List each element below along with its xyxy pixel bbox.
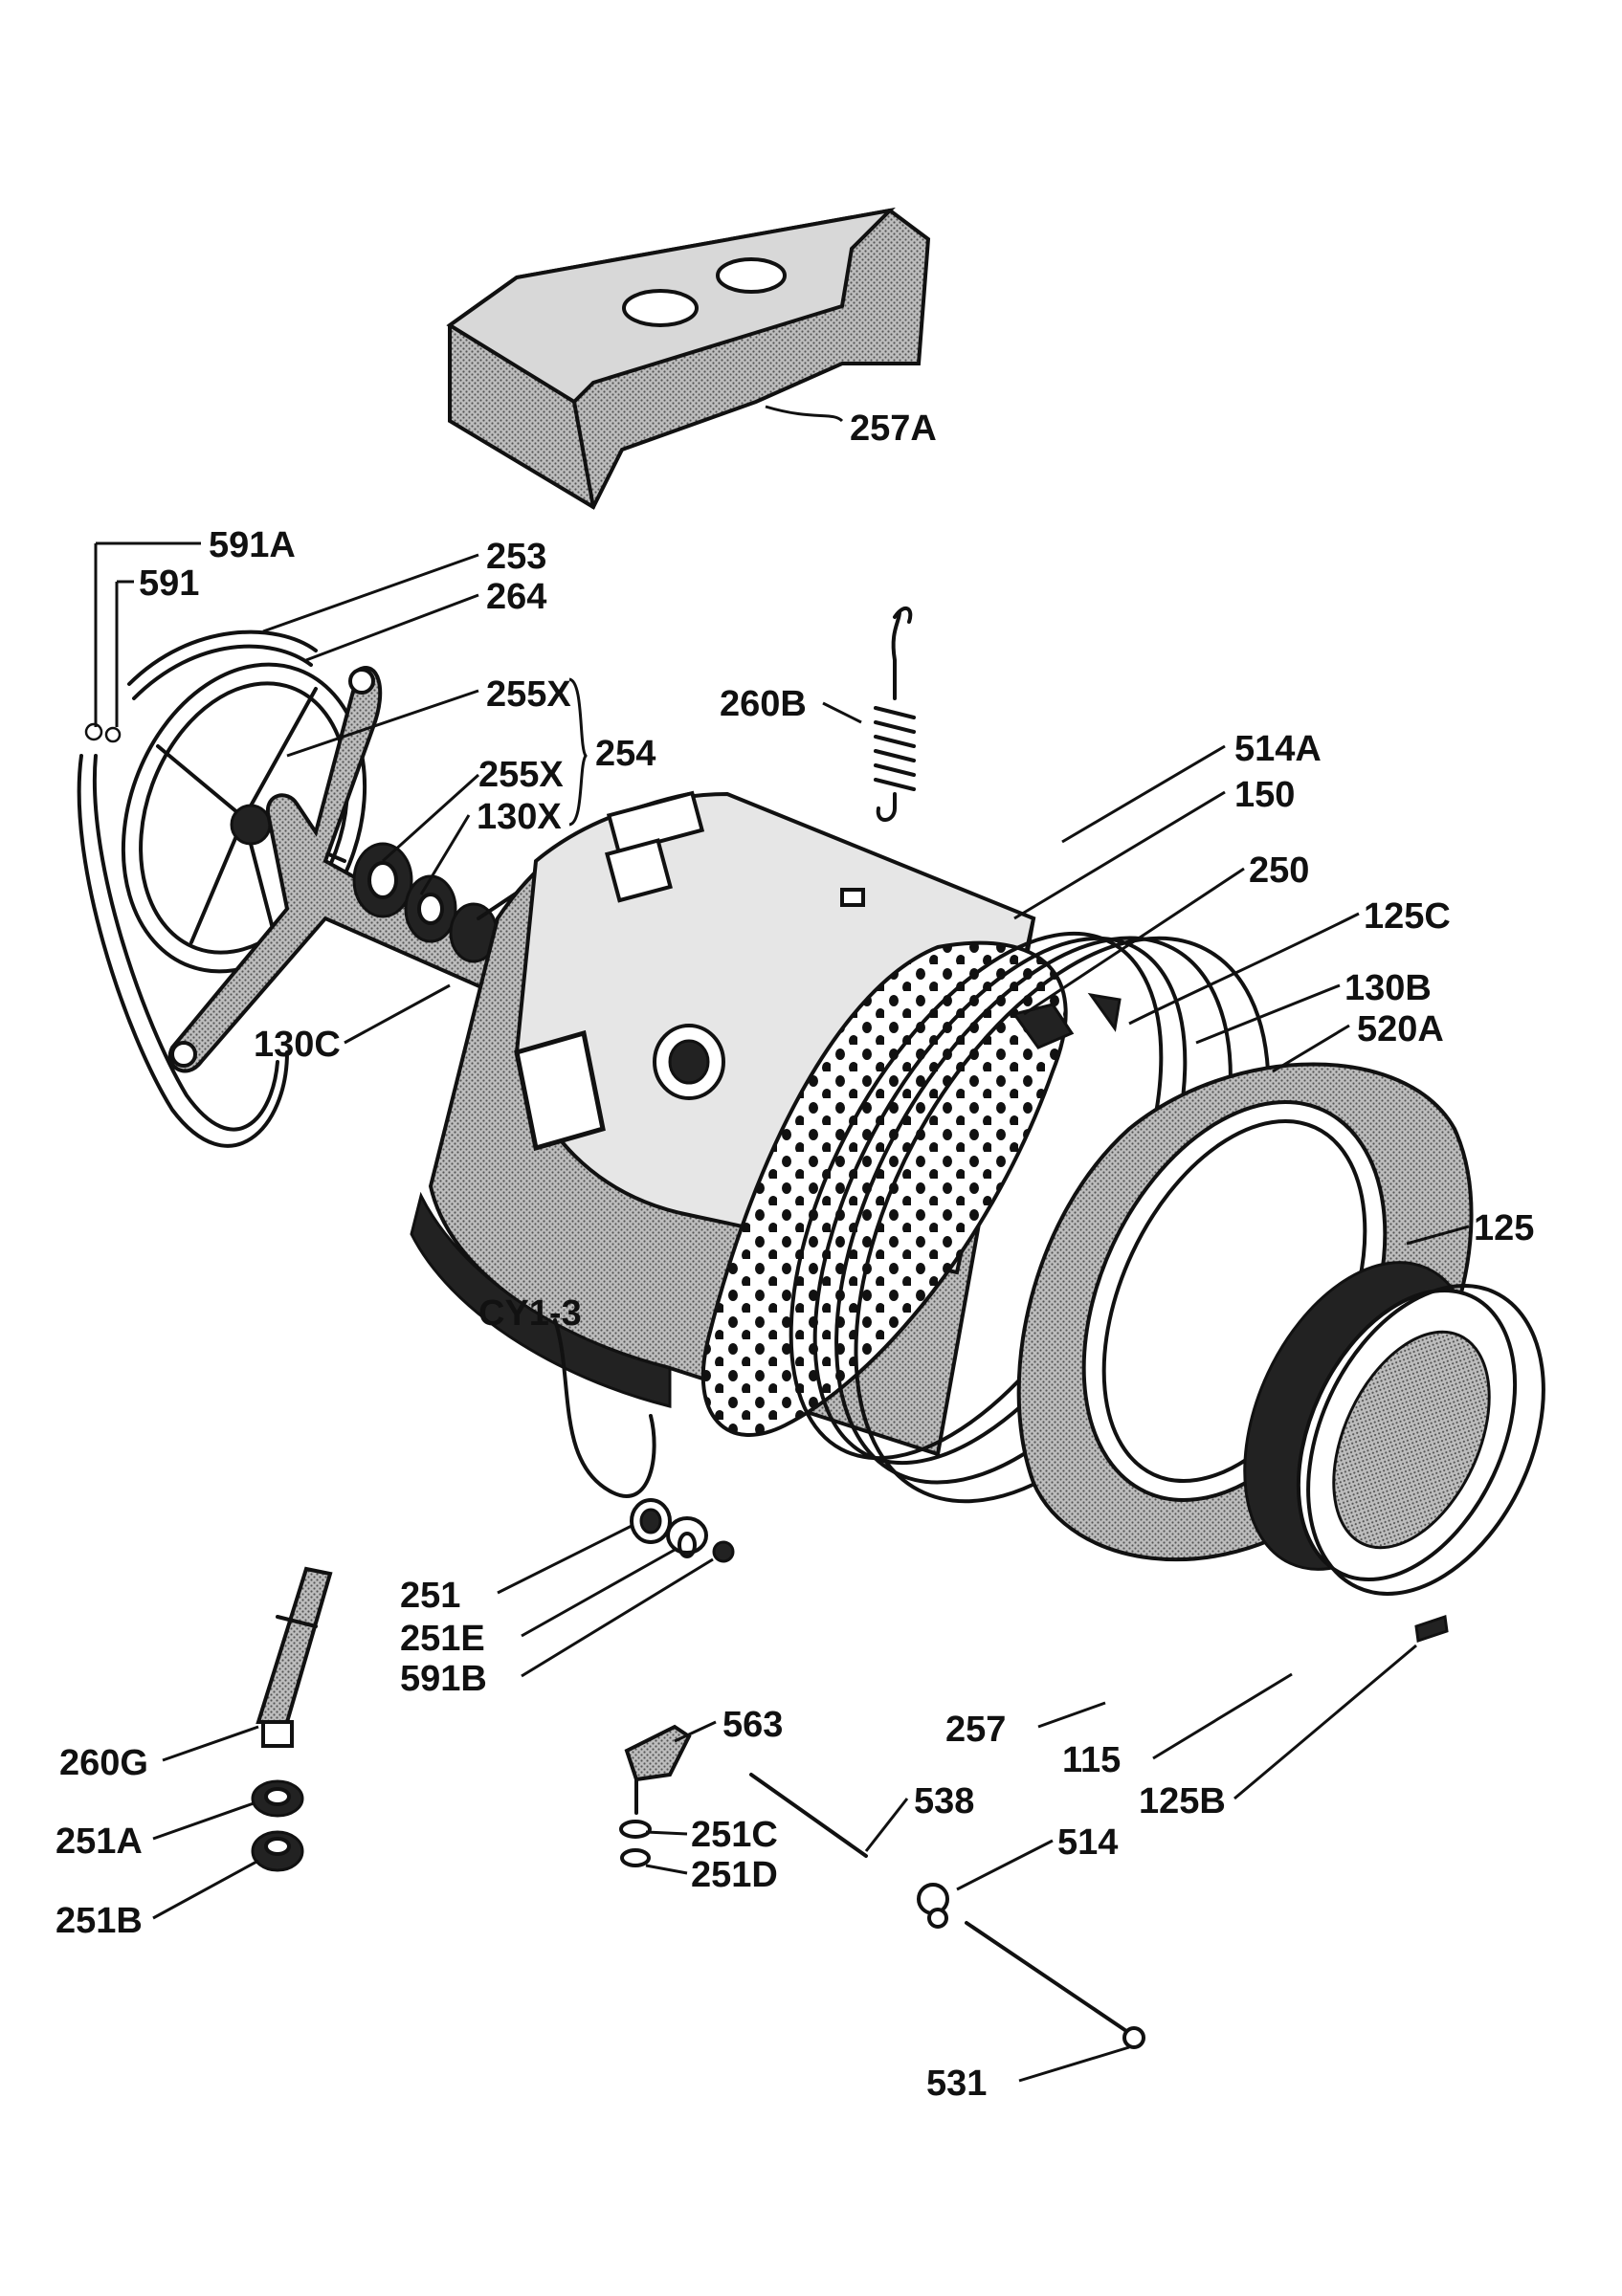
label-254: 254 xyxy=(595,734,655,774)
label-130c: 130C xyxy=(254,1025,341,1065)
group-bracket-254 xyxy=(568,677,588,827)
door-seal xyxy=(1243,1261,1545,1643)
label-264: 264 xyxy=(486,577,546,617)
clips-591 xyxy=(84,722,122,743)
label-260b: 260B xyxy=(720,684,807,724)
label-251c: 251C xyxy=(691,1815,778,1855)
label-251d: 251D xyxy=(691,1855,778,1895)
label-250: 250 xyxy=(1249,850,1309,891)
label-125: 125 xyxy=(1474,1208,1534,1248)
label-251: 251 xyxy=(400,1576,460,1616)
suspension-spring-top xyxy=(874,607,916,822)
part-labels: 257A 591A 591 253 264 255X 255X 254 130X… xyxy=(56,408,1534,2104)
label-514a: 514A xyxy=(1234,729,1322,769)
label-251e: 251E xyxy=(400,1619,485,1659)
label-257: 257 xyxy=(945,1710,1006,1750)
label-255x-1: 255X xyxy=(486,674,571,715)
drive-belt xyxy=(77,629,318,1148)
leader-lines xyxy=(94,405,1470,2083)
bolt-and-nut xyxy=(917,1883,1145,2049)
label-591: 591 xyxy=(139,563,199,604)
label-591b: 591B xyxy=(400,1659,487,1699)
drum-marking: CY1-3 xyxy=(478,1293,582,1334)
label-253: 253 xyxy=(486,537,546,577)
label-591a: 591A xyxy=(209,525,296,565)
label-255x-2: 255X xyxy=(478,755,564,795)
label-150: 150 xyxy=(1234,775,1295,815)
shaft-bearings xyxy=(352,842,538,963)
label-115: 115 xyxy=(1062,1740,1121,1780)
label-125b: 125B xyxy=(1139,1781,1226,1821)
label-531: 531 xyxy=(926,2064,987,2104)
counterweight-top xyxy=(446,207,931,510)
shock-absorber xyxy=(251,1566,333,1872)
label-130b: 130B xyxy=(1344,968,1432,1008)
label-514: 514 xyxy=(1057,1822,1118,1863)
drum-spider-arm xyxy=(167,666,510,1073)
label-257a: 257A xyxy=(850,408,937,449)
label-260g: 260G xyxy=(59,1743,148,1783)
label-251b: 251B xyxy=(56,1901,143,1941)
label-125c: 125C xyxy=(1364,896,1451,937)
pulley-wheel xyxy=(121,662,367,974)
label-251a: 251A xyxy=(56,1821,143,1862)
shock-mount-washers xyxy=(630,1498,735,1563)
label-130x: 130X xyxy=(477,797,562,837)
label-563: 563 xyxy=(722,1705,783,1745)
label-538: 538 xyxy=(914,1781,974,1821)
label-520a: 520A xyxy=(1357,1009,1444,1049)
bracket-and-pin xyxy=(619,1724,868,1867)
